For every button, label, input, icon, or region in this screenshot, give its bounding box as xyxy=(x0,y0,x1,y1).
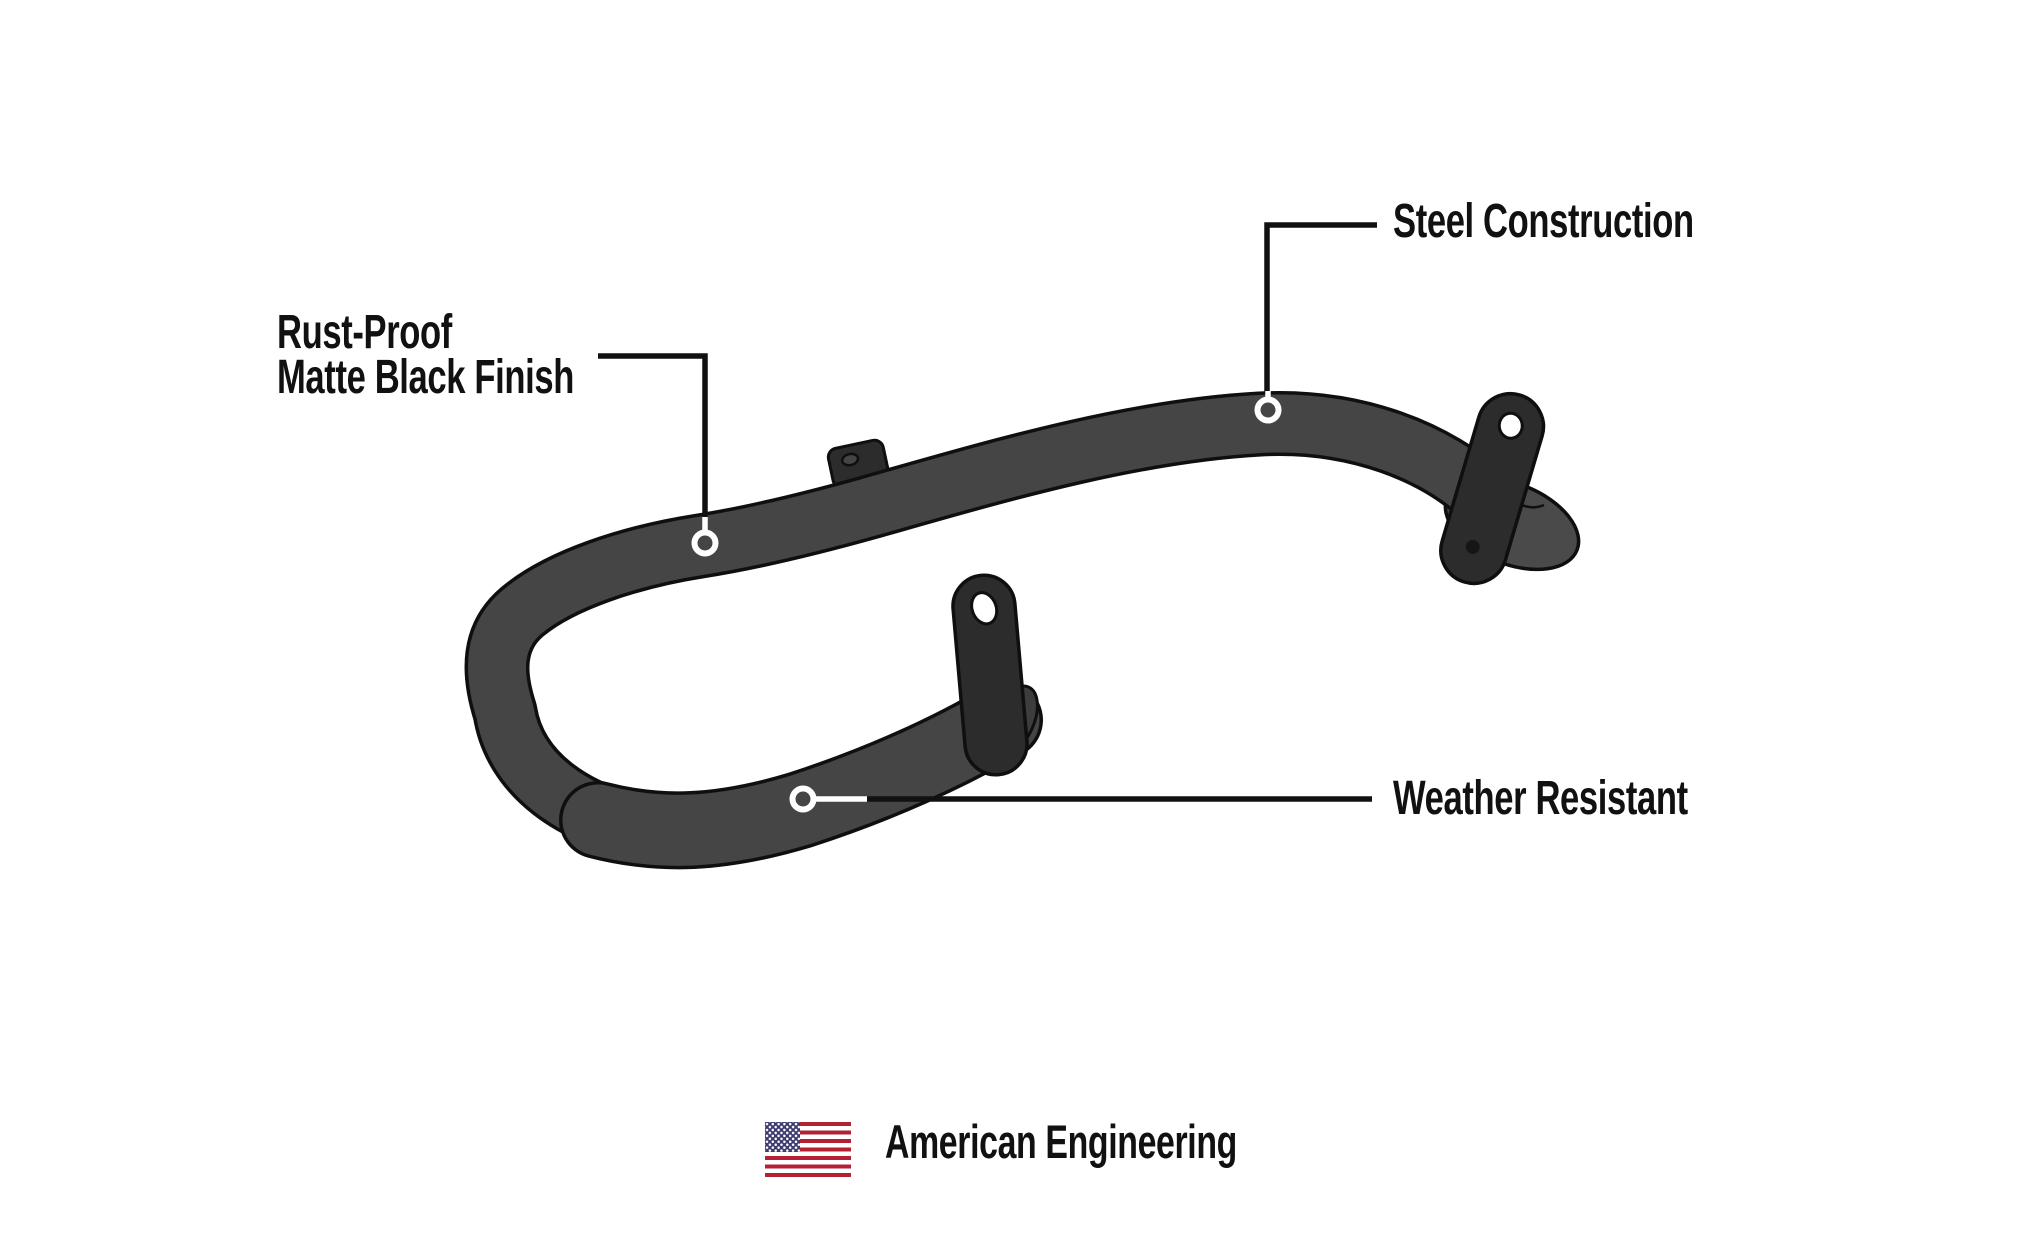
matte-black-finish-label-line2: Matte Black Finish xyxy=(277,351,574,404)
american-engineering-label: American Engineering xyxy=(885,1115,1237,1168)
right-mount-bracket-rivet xyxy=(1465,539,1480,554)
right-mount-bracket-hole xyxy=(1497,411,1524,440)
matte-black-finish-label-line1: Rust-Proof xyxy=(277,306,452,359)
weather-resistant-label: Weather Resistant xyxy=(1393,772,1688,825)
top-mount-tab-hole xyxy=(840,452,860,467)
middle-mount-bracket-plate xyxy=(951,573,1029,777)
steel-callout-marker xyxy=(1254,396,1282,424)
us-flag-icon xyxy=(765,1122,851,1177)
tube-bottom-body xyxy=(562,684,1040,866)
finish-callout-line xyxy=(598,353,708,519)
us-flag-canton xyxy=(765,1122,800,1152)
right-mount-bracket-plate xyxy=(1439,391,1546,586)
middle-mount-bracket xyxy=(951,573,1029,777)
matte-black-finish-label: Rust-Proof Matte Black Finish xyxy=(277,306,574,404)
steel-construction-label: Steel Construction xyxy=(1393,195,1694,248)
middle-mount-bracket-hole xyxy=(970,591,999,626)
weather-callout-marker xyxy=(789,785,817,813)
right-mount-bracket xyxy=(1439,391,1546,586)
finish-callout-marker xyxy=(691,529,719,557)
steel-callout-line xyxy=(1264,222,1377,393)
